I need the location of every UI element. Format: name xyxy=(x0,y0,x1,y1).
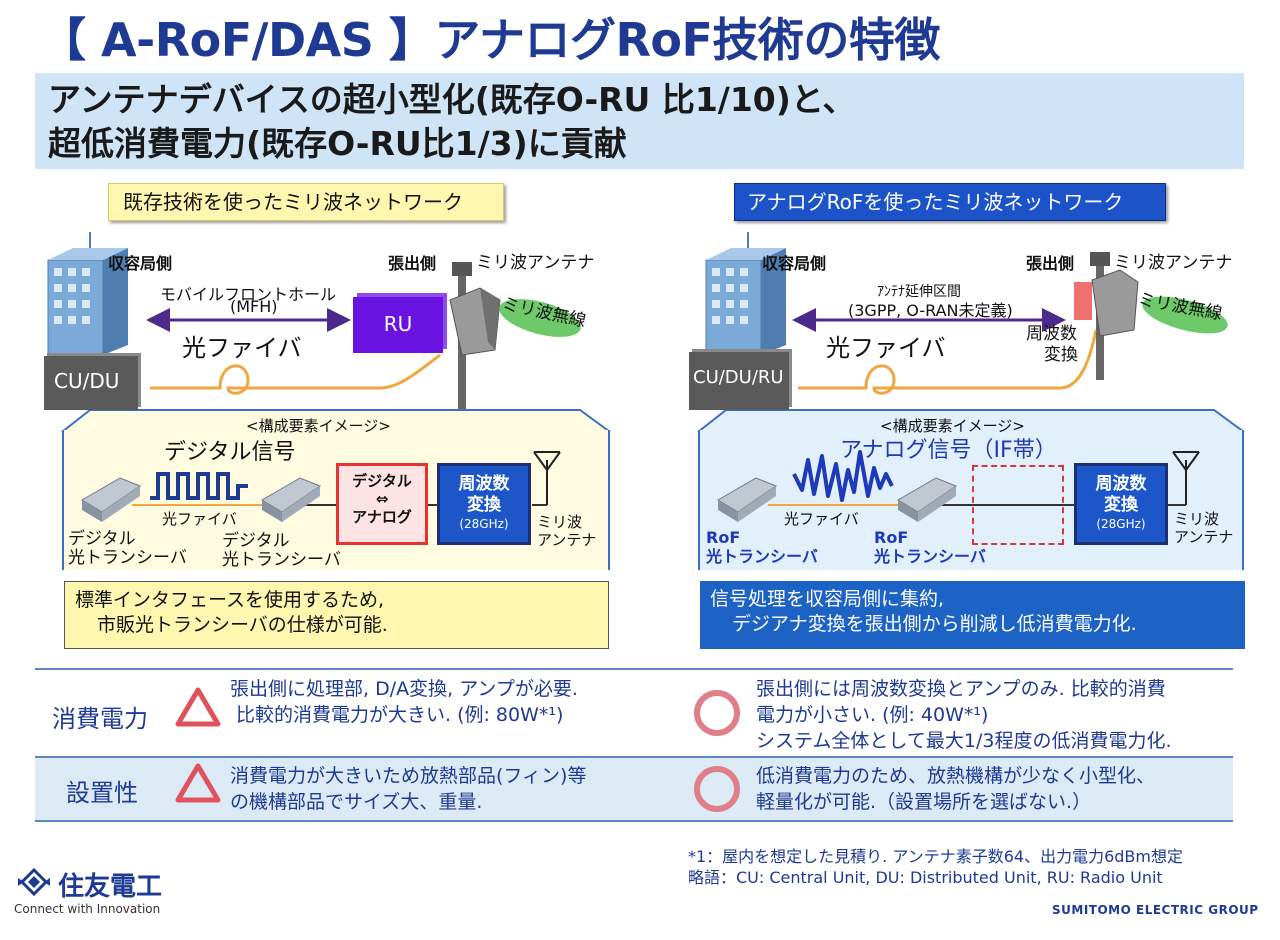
power-legacy-text: 張出側に処理部, D/A変換, アンプが必要. 比較的消費電力が大きい. (例:… xyxy=(230,678,578,726)
legacy-transceiver-2-label: デジタル 光トランシーバ xyxy=(222,531,341,570)
footnote-abbreviations: 略語：CU: Central Unit, DU: Distributed Uni… xyxy=(688,868,1163,887)
rof-network-label: アナログRoFを使ったミリ波ネットワーク xyxy=(734,183,1166,221)
legacy-network-label: 既存技術を使ったミリ波ネットワーク xyxy=(108,183,504,221)
rof-freq-conv-label: 周波数 変換 xyxy=(1026,324,1078,365)
circle-mark-icon xyxy=(694,690,740,736)
legacy-remote-side: 張出側 xyxy=(388,254,437,273)
rof-note: 信号処理を収容局側に集約, デジアナ変換を張出側から削減し低消費電力化. xyxy=(700,581,1245,649)
install-label: 設置性 xyxy=(66,779,138,807)
transceiver-icon xyxy=(81,477,142,522)
antenna-unit-icon xyxy=(449,262,581,410)
legacy-component-graphics xyxy=(81,451,561,522)
rof-compo-title: <構成要素イメージ> xyxy=(880,417,1025,435)
company-logo-name: 住友電工 xyxy=(58,872,163,902)
legacy-compo-title: <構成要素イメージ> xyxy=(246,417,391,435)
building-icon xyxy=(47,232,128,356)
rof-link-abbr: (3GPP, O-RAN未定義) xyxy=(848,301,1013,320)
rof-station-side: 収容局側 xyxy=(762,254,827,273)
rof-transceiver-1-label: RoF 光トランシーバ xyxy=(706,528,818,566)
legacy-link-name: モバイルフロントホール xyxy=(160,285,337,304)
legacy-freq-converter: 周波数 変換 (28GHz) xyxy=(437,463,531,545)
antenna-unit-icon xyxy=(1074,252,1228,380)
rof-transceiver-2-label: RoF 光トランシーバ xyxy=(874,528,986,566)
building-icon xyxy=(705,232,786,356)
sumitomo-logo-icon xyxy=(18,868,50,897)
dipole-antenna-icon xyxy=(1172,451,1200,505)
power-label: 消費電力 xyxy=(52,705,148,733)
transceiver-icon xyxy=(897,477,958,522)
rof-remote-side: 張出側 xyxy=(1026,254,1075,273)
company-tagline: Connect with Innovation xyxy=(14,902,161,916)
digital-analog-converter: デジタル ⇔ アナログ xyxy=(336,463,428,545)
ru-box: RU xyxy=(353,297,443,353)
group-name: SUMITOMO ELECTRIC GROUP xyxy=(1052,903,1259,917)
headline-box xyxy=(35,73,1244,169)
legacy-transceiver-1-label: デジタル 光トランシーバ xyxy=(68,529,187,568)
circle-mark-icon xyxy=(694,766,740,812)
footnote-1: *1：屋内を想定した見積り. アンテナ素子数64、出力電力6dBm想定 xyxy=(688,847,1183,866)
headline-line2: 超低消費電力(既存O-RU比1/3)に貢献 xyxy=(48,124,627,163)
rof-link-name: ｱﾝﾃﾅ延伸区間 xyxy=(877,284,961,300)
cu-du-box: CU/DU xyxy=(44,356,138,410)
rof-signal-label: アナログ信号（IF帯） xyxy=(840,438,1057,463)
headline-line1: アンテナデバイスの超小型化(既存O-RU 比1/10)と、 xyxy=(48,80,856,119)
legacy-fiber-label: 光ファイバ xyxy=(182,334,302,362)
legacy-mmwave-antenna: ミリ波 アンテナ xyxy=(537,513,597,549)
triangle-mark-icon xyxy=(175,763,221,803)
rof-freq-converter: 周波数 変換 (28GHz) xyxy=(1074,463,1168,545)
install-rof-text: 低消費電力のため、放熱機構が少なく小型化、 軽量化が可能.（設置場所を選ばない.… xyxy=(756,765,1156,813)
comparison-row-install xyxy=(35,756,1233,822)
comparison-row-power xyxy=(35,668,1233,756)
legacy-antenna-label: ミリ波アンテナ xyxy=(476,253,595,273)
transceiver-icon xyxy=(261,477,322,522)
legacy-note: 標準インタフェースを使用するため, 市販光トランシーバの仕様が可能. xyxy=(64,581,609,649)
rof-antenna-label: ミリ波アンテナ xyxy=(1114,253,1233,273)
triangle-mark-icon xyxy=(175,687,221,727)
rof-fiber-label: 光ファイバ xyxy=(826,334,946,362)
rof-component-graphics xyxy=(717,450,1200,522)
legacy-signal-label: デジタル信号 xyxy=(164,440,296,465)
power-rof-text: 張出側には周波数変換とアンプのみ. 比較的消費 電力が小さい. (例: 40W*… xyxy=(756,678,1172,752)
page-title: 【 A-RoF/DAS 】アナログRoF技術の特徴 xyxy=(40,13,940,67)
rof-mmwave-antenna: ミリ波 アンテナ xyxy=(1174,510,1234,546)
rof-fiber-small: 光ファイバ xyxy=(784,510,859,528)
transceiver-icon xyxy=(717,477,778,522)
legacy-fiber-small: 光ファイバ xyxy=(162,510,237,528)
headline: アンテナデバイスの超小型化(既存O-RU 比1/10)と、 超低消費電力(既存O… xyxy=(48,78,856,166)
install-legacy-text: 消費電力が大きいため放熱部品(フィン)等 の機構部品でサイズ大、重量. xyxy=(230,765,587,813)
removed-converter-placeholder xyxy=(972,465,1064,545)
legacy-station-side: 収容局側 xyxy=(108,254,173,273)
legacy-link-abbr: (MFH) xyxy=(230,297,278,316)
cu-du-ru-box: CU/DU/RU xyxy=(689,352,789,410)
dipole-antenna-icon xyxy=(533,451,561,505)
